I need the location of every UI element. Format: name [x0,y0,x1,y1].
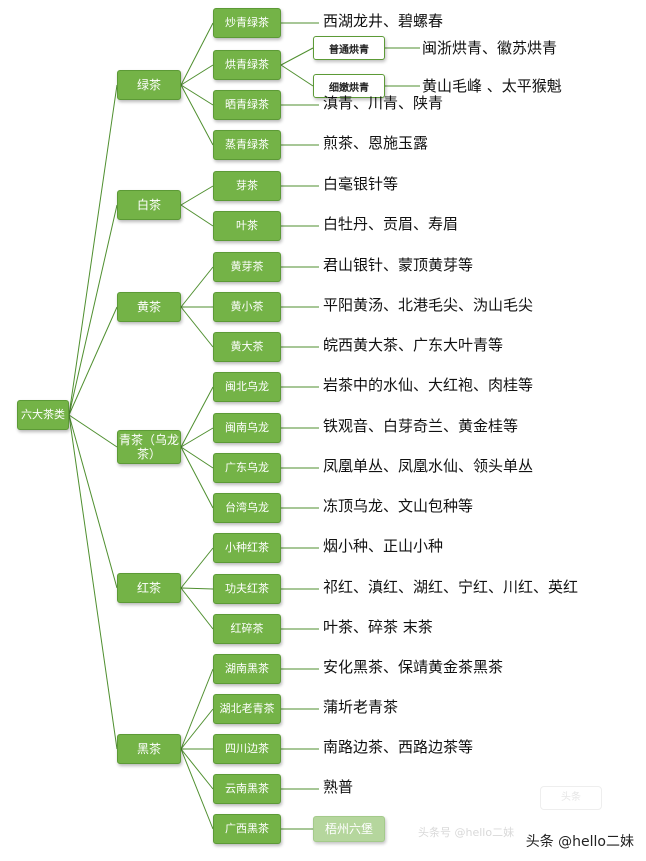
connector-category-to-subtype [180,446,214,509]
subtype-node: 云南黑茶 [213,774,281,804]
connector-category-to-subtype [180,84,214,106]
subtype-node: 烘青绿茶 [213,50,281,80]
connector-category-to-subtype [180,748,214,790]
example-teas: 滇青、川青、陕青 [323,94,444,112]
credit-label: 头条 @hello二妹 [525,834,634,850]
example-teas: 蒲圻老青茶 [323,698,399,716]
connector-root-to-category [68,414,118,750]
subtype-node: 湖南黑茶 [213,654,281,684]
subtype-node: 广东乌龙 [213,453,281,483]
category-node: 白茶 [117,190,181,220]
connector-category-to-subtype [180,748,214,830]
example-teas: 白毫银针等 [323,175,399,193]
method-node: 普通烘青 [313,36,385,60]
example-teas: 铁观音、白芽奇兰、黄金桂等 [323,417,519,435]
method-node: 细嫩烘青 [313,74,385,98]
example-teas: 煎茶、恩施玉露 [323,134,429,152]
example-teas: 安化黑茶、保靖黄金茶黑茶 [323,658,504,676]
connector-category-to-subtype [180,64,214,86]
connector-root-to-category [68,414,118,448]
example-teas: 君山银针、蒙顶黄芽等 [323,256,474,274]
example-teas: 白牡丹、贡眉、寿眉 [323,215,459,233]
connector-root-to-category [68,204,118,416]
example-box-faded: 梧州六堡 [313,816,385,842]
subtype-node: 黄大茶 [213,332,281,362]
connector-category-to-subtype [180,547,214,589]
subtype-node: 台湾乌龙 [213,493,281,523]
connector-category-to-subtype [180,22,214,86]
subtype-node: 闽北乌龙 [213,372,281,402]
example-teas: 平阳黄汤、北港毛尖、沩山毛尖 [323,296,534,314]
subtype-node: 蒸青绿茶 [213,130,281,160]
connector-category-to-subtype [180,266,214,308]
example-teas: 黄山毛峰 、太平猴魁 [422,77,562,95]
example-teas: 皖西黄大茶、广东大叶青等 [323,336,504,354]
example-teas: 叶茶、碎茶 末茶 [323,618,433,636]
category-node: 黄茶 [117,292,181,322]
example-teas: 南路边茶、西路边茶等 [323,738,474,756]
category-node: 红茶 [117,573,181,603]
subtype-node: 叶茶 [213,211,281,241]
subtype-node: 闽南乌龙 [213,413,281,443]
subtype-node: 炒青绿茶 [213,8,281,38]
connector-category-to-subtype [180,587,214,590]
subtype-node: 红碎茶 [213,614,281,644]
connector-subtype-to-method [280,64,314,87]
example-teas: 闽浙烘青、徽苏烘青 [422,39,558,57]
connector-category-to-subtype [180,84,214,146]
connector-root-to-category [68,84,118,416]
subtype-node: 黄小茶 [213,292,281,322]
subtype-node: 功夫红茶 [213,574,281,604]
example-teas: 熟普 [323,778,354,796]
category-node: 黑茶 [117,734,181,764]
watermark-logo: 头条 [540,786,602,810]
connector-category-to-subtype [180,446,214,469]
example-teas: 凤凰单丛、凤凰水仙、领头单丛 [323,457,534,475]
subtype-node: 黄芽茶 [213,252,281,282]
subtype-node: 小种红茶 [213,533,281,563]
connector-category-to-subtype [180,306,214,348]
example-teas: 岩茶中的水仙、大红袍、肉桂等 [323,376,534,394]
connector-root-to-category [68,414,118,589]
connector-category-to-subtype [180,185,214,206]
watermark-text: 头条号 @hello二妹 [418,826,515,839]
example-teas: 祁红、滇红、湖红、宁红、川红、英红 [323,578,579,596]
connector-category-to-subtype [180,708,214,750]
subtype-node: 芽茶 [213,171,281,201]
subtype-node: 湖北老青茶 [213,694,281,724]
connector-category-to-subtype [180,204,214,227]
subtype-node: 广西黑茶 [213,814,281,844]
example-teas: 西湖龙井、碧螺春 [323,12,444,30]
connector-subtype-to-method [280,47,314,66]
subtype-node: 晒青绿茶 [213,90,281,120]
example-teas: 烟小种、正山小种 [323,537,444,555]
category-node: 青茶（乌龙茶） [117,430,181,464]
connector-category-to-subtype [180,386,214,448]
connector-category-to-subtype [180,427,214,448]
example-teas: 冻顶乌龙、文山包种等 [323,497,474,515]
connector-category-to-subtype [180,668,214,750]
connector-root-to-category [68,306,118,416]
subtype-node: 四川边茶 [213,734,281,764]
root-node: 六大茶类 [17,400,69,430]
connector-category-to-subtype [180,587,214,630]
category-node: 绿茶 [117,70,181,100]
